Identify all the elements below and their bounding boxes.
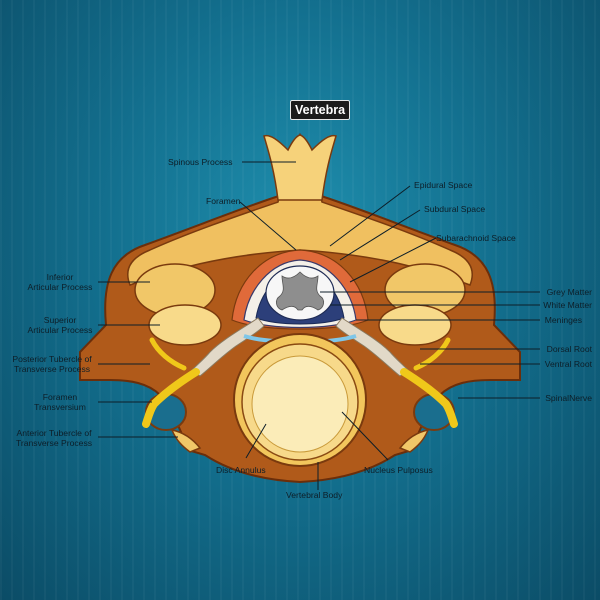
superior-articular-right [378, 304, 452, 346]
spinal-nerve-left [142, 368, 200, 428]
label-dorsal-root: Dorsal Root [546, 344, 592, 354]
label-posterior-tubercle-line2: Transverse Process [13, 364, 91, 374]
leader-lines [98, 161, 540, 490]
label-ventral-root: Ventral Root [544, 359, 592, 369]
nucleus-pulposus [251, 355, 349, 453]
anterior-tubercle-right [398, 428, 430, 453]
label-grey-matter: Grey Matter [546, 287, 592, 297]
label-anterior-tubercle-line2: Transverse Process [15, 438, 93, 448]
label-posterior-tubercle-line1: Posterior Tubercle of [12, 354, 92, 364]
label-foramen-transversium-line1: Foramen [42, 392, 78, 402]
label-inferior-articular-process: Inferior Articular Process [14, 272, 106, 292]
label-white-matter: White Matter [543, 300, 592, 310]
label-superior-articular-line2: Articular Process [27, 325, 93, 335]
label-superior-articular-process: Superior Articular Process [14, 315, 106, 335]
label-epidural-space: Epidural Space [414, 180, 473, 190]
nerve-branch-right [413, 337, 451, 371]
label-foramen: Foramen [206, 196, 241, 206]
spinal-cord-grey-matter [276, 271, 324, 311]
label-foramen-transversium-line2: Transversium [34, 402, 86, 412]
label-inferior-articular-line2: Articular Process [27, 282, 93, 292]
spinal-nerve-right [400, 368, 458, 428]
label-subdural-space: Subdural Space [424, 204, 486, 214]
label-inferior-articular-line1: Inferior [46, 272, 74, 282]
label-anterior-tubercle-line1: Anterior Tubercle of [16, 428, 92, 438]
label-superior-articular-line1: Superior [43, 315, 77, 325]
label-meninges: Meninges [544, 315, 582, 325]
label-spinal-nerve: SpinalNerve [545, 393, 592, 403]
label-vertebral-body: Vertebral Body [286, 490, 343, 500]
label-subarachnoid-space: Subarachnoid Space [436, 233, 516, 243]
spinous-process [263, 134, 337, 201]
diagram-title: Vertebra [290, 100, 350, 120]
label-anterior-tubercle: Anterior Tubercle of Transverse Process [4, 428, 104, 448]
label-nucleus-pulposus: Nucleus Pulposus [364, 465, 433, 475]
nerve-branch-left [149, 337, 187, 371]
anterior-tubercle-left [170, 428, 202, 453]
label-spinous-process: Spinous Process [168, 157, 233, 167]
label-posterior-tubercle: Posterior Tubercle of Transverse Process [4, 354, 100, 374]
label-foramen-transversium: Foramen Transversium [14, 392, 106, 412]
label-disc-annulus: Disc Annulus [216, 465, 266, 475]
